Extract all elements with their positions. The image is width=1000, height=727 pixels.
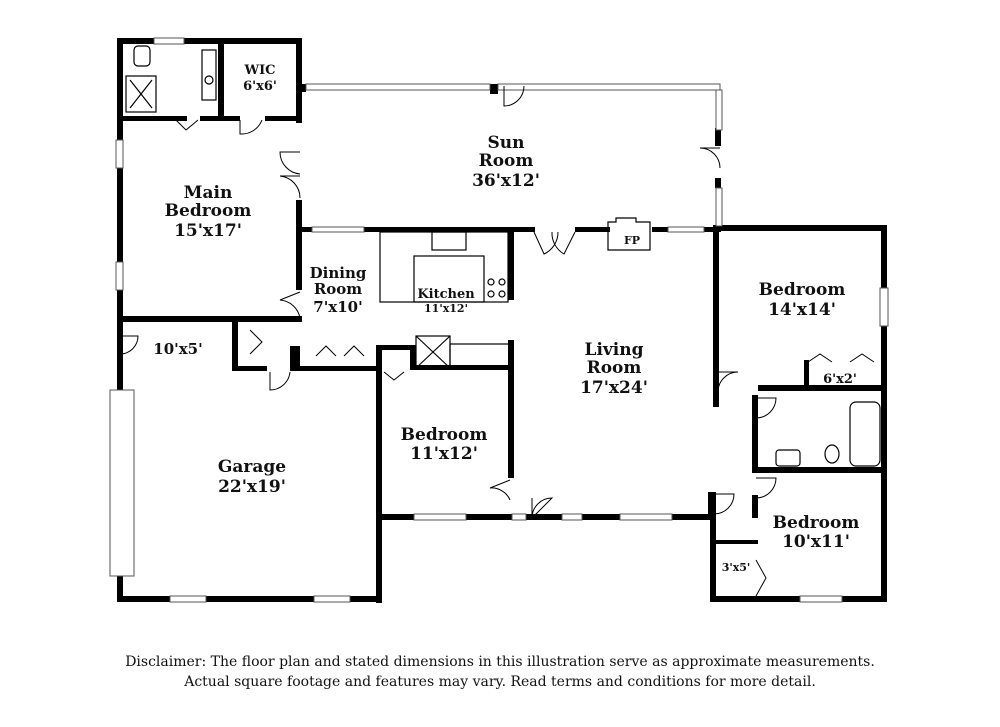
garage-name: Garage (218, 457, 286, 477)
walls (117, 38, 887, 603)
disclaimer-line-2: Actual square footage and features may v… (184, 674, 816, 690)
fireplace-label: FP (624, 234, 640, 247)
fixtures (125, 45, 881, 467)
bedroom-se-size: 10'x11' (782, 532, 850, 552)
wic-name: WIC (243, 63, 275, 78)
kitchen-size: 11'x12' (424, 302, 468, 315)
bedroom-east-name: Bedroom (759, 280, 846, 300)
dining-room-name-1: Dining (310, 264, 367, 282)
wic-size: 6'x6' (243, 79, 277, 94)
disclaimer: Disclaimer: The floor plan and stated di… (0, 652, 1000, 692)
living-room-name-1: Living (585, 340, 644, 360)
bedroom-middle-name: Bedroom (401, 425, 488, 445)
windows (109, 37, 889, 603)
main-bedroom-size: 15'x17' (174, 221, 242, 241)
closet-se-size: 3'x5' (722, 561, 751, 574)
sun-room-name-2: Room (479, 151, 534, 171)
main-bedroom-name-1: Main (184, 183, 233, 203)
bedroom-middle-size: 11'x12' (410, 444, 478, 464)
closet-east-size: 6'x2' (823, 372, 857, 387)
living-room-name-2: Room (587, 358, 642, 378)
floor-plan: WIC 6'x6' Sun Room 36'x12' Main Bedroom … (109, 37, 889, 603)
dining-room-size: 7'x10' (313, 298, 362, 316)
disclaimer-line-1: Disclaimer: The floor plan and stated di… (125, 654, 875, 670)
doors (119, 85, 875, 597)
garage-size: 22'x19' (218, 477, 286, 497)
room-labels: WIC 6'x6' Sun Room 36'x12' Main Bedroom … (153, 63, 859, 574)
bedroom-se-name: Bedroom (773, 513, 860, 533)
storage-size: 10'x5' (153, 340, 202, 358)
bedroom-east-size: 14'x14' (768, 300, 836, 320)
sun-room-size: 36'x12' (472, 171, 540, 191)
main-bedroom-name-2: Bedroom (165, 201, 252, 221)
sun-room-name-1: Sun (488, 133, 525, 153)
kitchen-name: Kitchen (417, 287, 475, 302)
dining-room-name-2: Room (314, 280, 362, 298)
living-room-size: 17'x24' (580, 378, 648, 398)
